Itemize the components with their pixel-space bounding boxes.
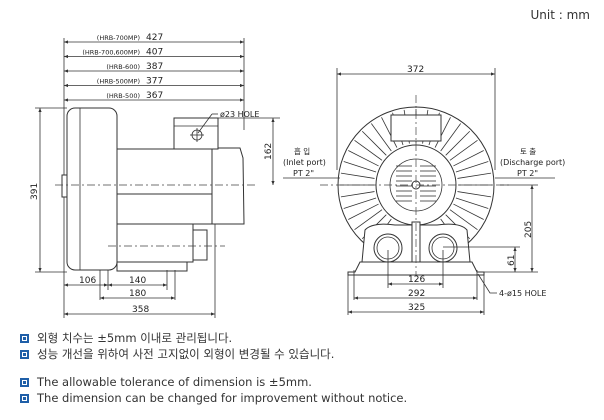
cooling-fin <box>449 209 478 230</box>
cooling-fin <box>348 203 379 220</box>
note-text: The allowable tolerance of dimension is … <box>37 375 312 389</box>
cooling-fin <box>371 123 392 152</box>
length-dim-value: 427 <box>146 33 163 43</box>
model-label: (HRB-700,600MP) <box>82 49 140 57</box>
cooling-fin <box>343 197 377 209</box>
length-dim-value: 367 <box>146 91 163 101</box>
bullet-square-icon <box>20 377 29 387</box>
mount-hole-label: 4-ø15 HOLE <box>499 289 546 298</box>
cooling-fin <box>340 191 375 198</box>
technical-drawing: (HRB-700MP) 427 (HRB-700,600MP) 407 (HRB-600… <box>30 33 565 318</box>
port-height-dim: 61 <box>507 255 517 266</box>
cooling-fin <box>340 172 375 179</box>
motor-body <box>116 193 214 225</box>
model-label: (HRB-500MP) <box>97 78 140 86</box>
cooling-fin <box>354 209 383 230</box>
dim-325: 325 <box>408 303 425 313</box>
inlet-size: PT 2" <box>293 169 314 178</box>
length-dim-value: 387 <box>146 62 163 72</box>
front-view: 372 흡 입 (Inlet port) PT 2" 토 출 (Discharg… <box>283 65 565 315</box>
note-item: 외형 치수는 ±5mm 이내로 관리됩니다. <box>20 330 334 346</box>
note-item: The dimension can be changed for improve… <box>20 390 407 406</box>
model-label: (HRB-700MP) <box>97 34 140 42</box>
dim-140: 140 <box>129 276 146 286</box>
cooling-fin <box>457 191 492 198</box>
model-label: (HRB-500) <box>106 92 140 100</box>
center-height-dim: 205 <box>524 221 534 238</box>
bullet-square-icon <box>20 393 29 403</box>
discharge-label-en: (Discharge port) <box>500 158 565 167</box>
length-dim-value: 407 <box>146 48 163 58</box>
note-text: 외형 치수는 ±5mm 이내로 관리됩니다. <box>37 331 233 345</box>
discharge-label-ko: 토 출 <box>520 146 536 156</box>
inlet-label-ko: 흡 입 <box>294 146 310 156</box>
cooling-fin <box>455 161 489 173</box>
cooling-fin <box>453 150 484 167</box>
model-label: (HRB-600) <box>106 63 140 71</box>
cooling-fin <box>455 197 489 209</box>
note-text: The dimension can be changed for improve… <box>37 391 408 405</box>
cooling-fin <box>361 130 387 156</box>
length-dim-value: 377 <box>146 77 163 87</box>
note-text: 성능 개선을 위하여 사전 고지없이 외형이 변경될 수 있습니다. <box>37 347 335 361</box>
notes-korean: 외형 치수는 ±5mm 이내로 관리됩니다. 성능 개선을 위하여 사전 고지없… <box>20 330 334 362</box>
hole-label: ø23 HOLE <box>220 110 259 119</box>
cooling-fin <box>445 130 471 156</box>
terminal-box <box>173 117 219 150</box>
notes-english: The allowable tolerance of dimension is … <box>20 374 407 406</box>
width-dim: 372 <box>407 65 424 75</box>
cooling-fin <box>440 123 461 152</box>
dim-126: 126 <box>408 275 425 285</box>
cooling-fin <box>343 161 377 173</box>
cooling-fin <box>381 117 398 148</box>
cooling-fin <box>457 172 492 179</box>
dim-106: 106 <box>79 276 96 286</box>
cooling-fin <box>348 150 379 167</box>
cooling-fin <box>354 140 383 161</box>
box-height-dim: 162 <box>264 143 274 160</box>
bullet-square-icon <box>20 333 29 343</box>
note-item: The allowable tolerance of dimension is … <box>20 374 407 390</box>
note-item: 성능 개선을 위하여 사전 고지없이 외형이 변경될 수 있습니다. <box>20 346 334 362</box>
dim-180: 180 <box>129 289 146 299</box>
cooling-fin <box>449 140 478 161</box>
bullet-square-icon <box>20 349 29 359</box>
discharge-size: PT 2" <box>517 169 538 178</box>
dim-358: 358 <box>132 305 149 315</box>
height-dim: 391 <box>30 183 40 200</box>
dim-292: 292 <box>408 289 425 299</box>
cooling-fin <box>434 117 451 148</box>
unit-label: Unit : mm <box>530 8 590 22</box>
side-view: (HRB-700MP) 427 (HRB-700,600MP) 407 (HRB-600… <box>30 33 280 318</box>
inlet-label-en: (Inlet port) <box>283 158 326 167</box>
cooling-fin <box>453 203 484 220</box>
